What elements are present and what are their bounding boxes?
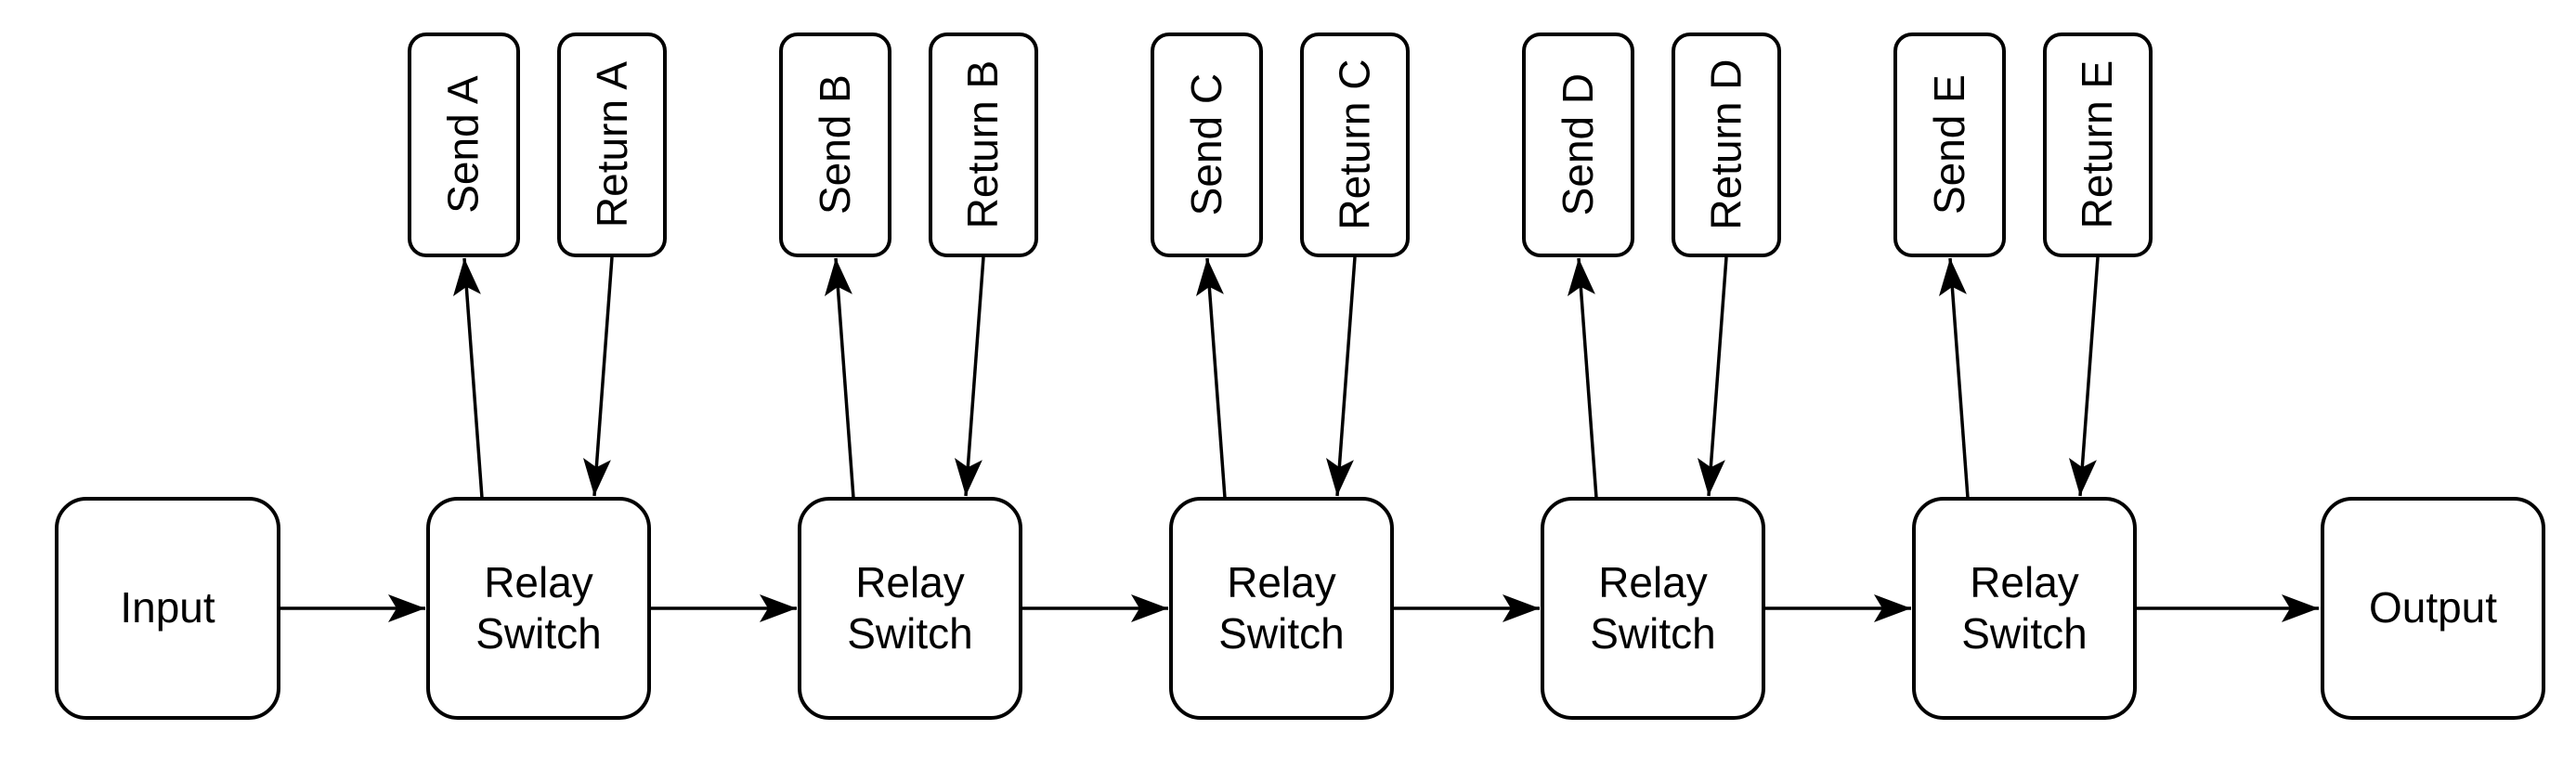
relay-label-1: Relay Switch: [475, 557, 602, 658]
edge-relay-5-to-send-e: [1938, 257, 1970, 499]
return-label-c: Return C: [1330, 59, 1379, 231]
relay-node-3: Relay Switch: [1169, 497, 1394, 720]
relay-label-2: Relay Switch: [847, 557, 973, 658]
input-node: Input: [55, 497, 280, 720]
relay-node-4: Relay Switch: [1541, 497, 1765, 720]
return-node-d: Return D: [1672, 33, 1781, 257]
relay-label-5: Relay Switch: [1961, 557, 2088, 658]
send-label-c: Send C: [1181, 73, 1230, 216]
return-label-b: Return B: [958, 60, 1008, 229]
edge-return-d-to-relay-4: [1697, 256, 1728, 497]
send-label-b: Send B: [810, 74, 859, 215]
return-label-e: Return E: [2073, 60, 2122, 229]
output-node: Output: [2321, 497, 2545, 720]
return-label-d: Return D: [1701, 59, 1750, 231]
relay-node-2: Relay Switch: [798, 497, 1022, 720]
relay-label-4: Relay Switch: [1590, 557, 1716, 658]
send-node-b: Send B: [779, 33, 891, 257]
input-label: Input: [120, 583, 215, 632]
edge-relay-4-to-send-d: [1567, 257, 1598, 499]
send-label-e: Send E: [1924, 74, 1973, 215]
relay-node-1: Relay Switch: [426, 497, 651, 720]
return-node-e: Return E: [2043, 33, 2153, 257]
edge-relay-1-to-send-a: [452, 257, 484, 499]
output-label: Output: [2368, 583, 2498, 632]
edge-relay-3-to-send-c: [1195, 257, 1227, 499]
edge-return-a-to-relay-1: [582, 256, 614, 497]
edge-return-e-to-relay-5: [2068, 256, 2100, 497]
edge-return-b-to-relay-2: [954, 256, 985, 497]
relay-node-5: Relay Switch: [1912, 497, 2137, 720]
send-node-e: Send E: [1893, 33, 2006, 257]
send-node-c: Send C: [1151, 33, 1263, 257]
return-node-a: Return A: [557, 33, 667, 257]
send-label-a: Send A: [438, 75, 488, 215]
relay-label-3: Relay Switch: [1218, 557, 1345, 658]
return-node-c: Return C: [1300, 33, 1410, 257]
send-node-d: Send D: [1522, 33, 1634, 257]
send-node-a: Send A: [408, 33, 520, 257]
return-label-a: Return A: [587, 61, 636, 228]
edge-return-c-to-relay-3: [1325, 256, 1357, 497]
edge-relay-2-to-send-b: [824, 257, 855, 499]
send-label-d: Send D: [1553, 73, 1602, 216]
return-node-b: Return B: [929, 33, 1038, 257]
